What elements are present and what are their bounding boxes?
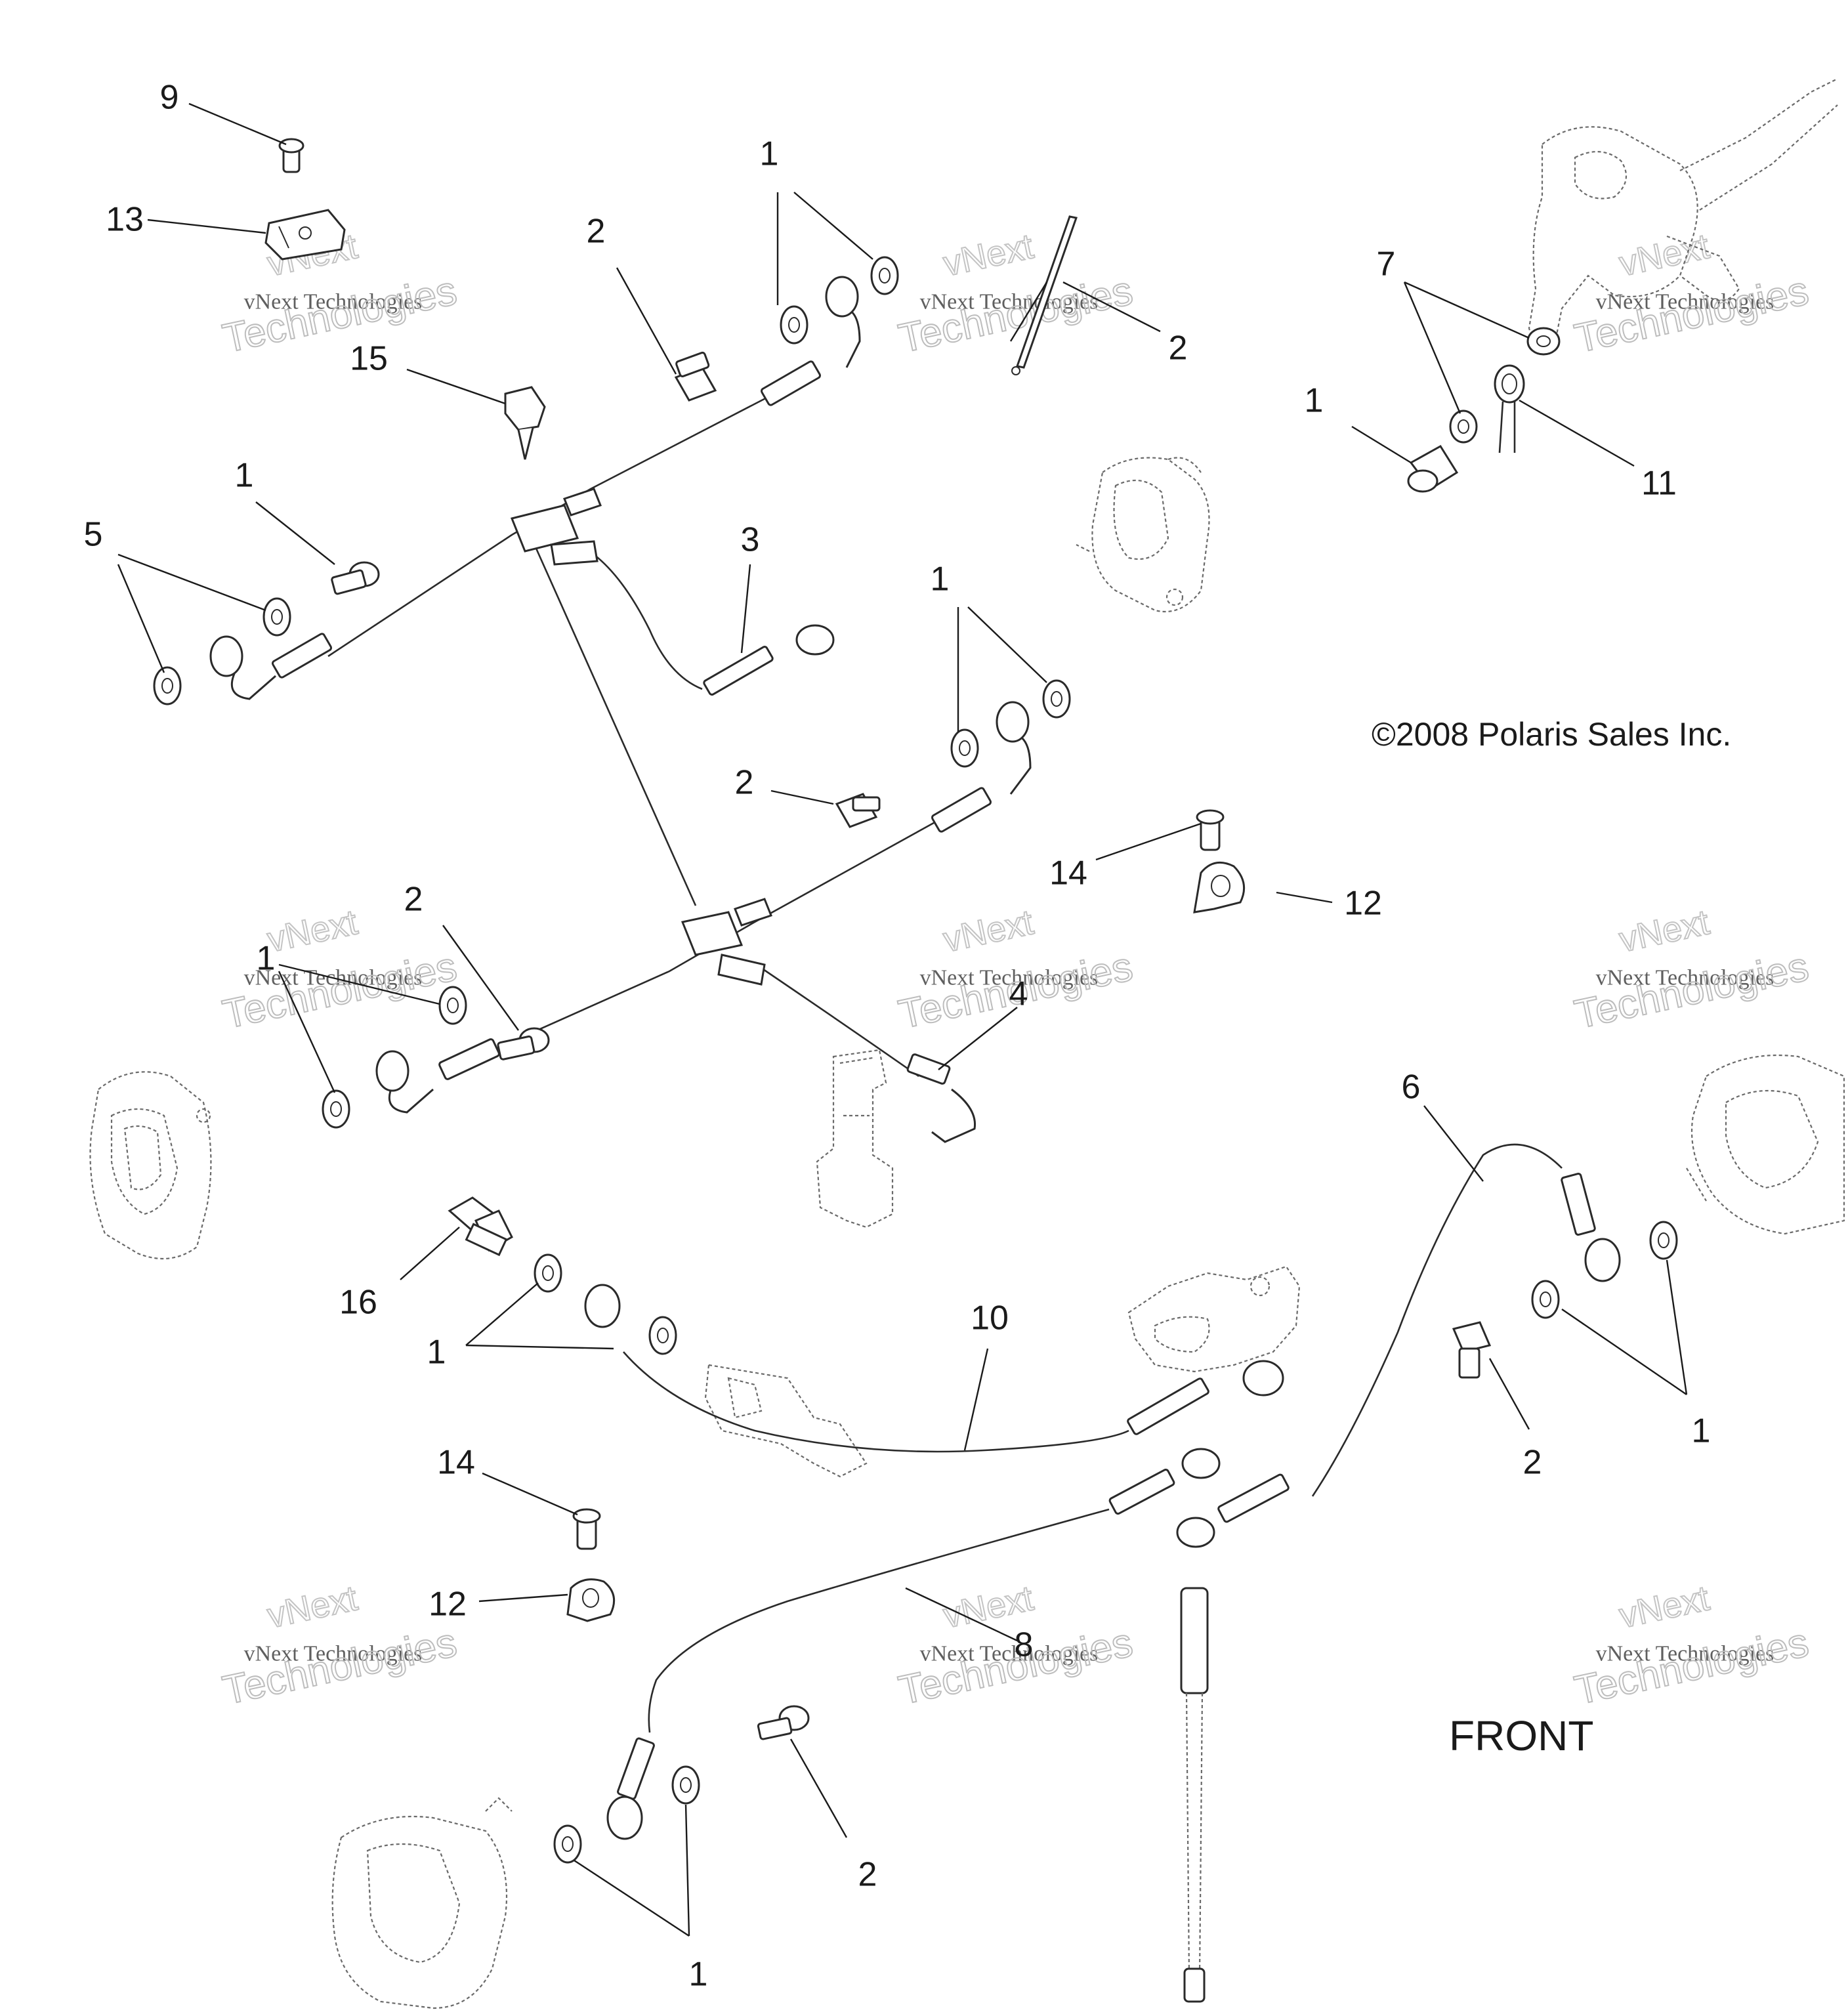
proportioning-valve-assembly (816, 1049, 894, 1228)
line-8 (648, 1508, 1110, 1733)
front-left-caliper-assembly (89, 1071, 212, 1260)
leader-lines (117, 102, 1688, 1937)
callout-11: 1 (1305, 382, 1324, 420)
callout-2: 2 (1523, 1444, 1542, 1482)
callout-14: 14 (1049, 854, 1087, 892)
svg-text:vNext: vNext (1616, 226, 1713, 284)
svg-text:vNext: vNext (264, 1578, 361, 1635)
svg-text:vNext Technologies: vNext Technologies (1596, 965, 1774, 990)
svg-text:vNext: vNext (1616, 902, 1713, 959)
tie-rod-7 (1011, 215, 1078, 375)
svg-text:vNext Technologies: vNext Technologies (1596, 1641, 1774, 1666)
clamp-12-upper (1193, 861, 1246, 914)
callouts: 9 13 15 2 1 1 2 7 1 11 3 5 1 2 14 12 2 1… (84, 79, 1711, 1994)
screw-14-lower (572, 1508, 601, 1550)
rear-caliper-lower-assembly (331, 1797, 513, 2009)
rear-caliper-upper-assembly (1076, 457, 1210, 613)
front-orientation-label: FRONT (1449, 1712, 1594, 1759)
callout-2: 2 (735, 764, 754, 802)
svg-text:Technologies: Technologies (219, 1620, 461, 1713)
brake-lines (327, 392, 1563, 1733)
callout-4: 4 (1009, 975, 1028, 1013)
copyright-notice: ©2008 Polaris Sales Inc. (1372, 716, 1732, 753)
callout-16: 16 (339, 1284, 377, 1322)
fitting-16 (448, 1196, 513, 1257)
hose-5 (593, 553, 703, 690)
watermark: vNext vNext Technologies Technologies (1570, 902, 1813, 1038)
callout-12: 12 (429, 1586, 467, 1624)
callout-2: 1 (235, 457, 254, 495)
line-10 (623, 1351, 1129, 1453)
callout-1: 1 (257, 940, 276, 978)
callout-5: 3 (741, 521, 760, 559)
watermark: vNext vNext Technologies Technologies (1570, 226, 1813, 362)
front-right-caliper-assembly (1686, 1054, 1845, 1235)
line-fittings (209, 276, 1621, 2003)
callout-2: 2 (587, 213, 606, 251)
tee-fitting-upper (510, 488, 602, 566)
svg-text:vNext: vNext (940, 226, 1037, 284)
clip-13 (264, 209, 346, 261)
svg-text:vNext Technologies: vNext Technologies (920, 289, 1099, 314)
screw-14-upper (1196, 809, 1225, 851)
callout-3: 11 (1641, 465, 1677, 503)
callout-2: 2 (404, 881, 423, 919)
watermark: vNext vNext Technologies Technologies (1570, 1578, 1813, 1714)
callout-1: 1 (931, 560, 950, 598)
svg-text:Technologies: Technologies (1571, 944, 1813, 1038)
callout-14: 14 (437, 1444, 475, 1482)
svg-text:vNext Technologies: vNext Technologies (1596, 289, 1774, 314)
hardware-parts (153, 138, 1678, 2003)
svg-text:vNext Technologies: vNext Technologies (244, 289, 423, 314)
callout-1: 1 (689, 1956, 708, 1994)
pin-15 (504, 386, 546, 460)
callout-7: 2 (1169, 329, 1188, 368)
svg-text:Technologies: Technologies (1571, 1620, 1813, 1713)
watermark: vNext vNext Technologies Technologies (219, 1578, 461, 1714)
svg-text:Technologies: Technologies (219, 944, 461, 1038)
callout-1: 1 (1692, 1412, 1711, 1450)
callout-13: 13 (106, 201, 144, 239)
callout-2: 2 (858, 1856, 877, 1894)
svg-text:vNext Technologies: vNext Technologies (244, 1641, 423, 1666)
svg-text:Technologies: Technologies (219, 268, 461, 362)
svg-text:vNext: vNext (940, 902, 1037, 959)
banjo-eye-3 (1494, 364, 1525, 453)
watermark: vNext vNext Technologies Technologies (894, 226, 1137, 362)
tee-fitting-lower (681, 898, 772, 986)
callout-12: 12 (1344, 885, 1382, 923)
cross-brake-line (530, 537, 697, 906)
svg-text:vNext Technologies: vNext Technologies (920, 965, 1099, 990)
bolt-11 (1407, 444, 1459, 493)
callout-10: 10 (971, 1299, 1009, 1337)
banjo-bolts-2 (331, 351, 1492, 1740)
hose-4 (761, 967, 919, 1078)
svg-text:vNext: vNext (264, 902, 361, 959)
watermark: vNext vNext Technologies Technologies (894, 902, 1137, 1038)
callout-1: 1 (427, 1334, 446, 1372)
rear-master-cylinder-assembly (704, 1265, 1301, 1478)
washers-1 (153, 256, 1678, 1864)
callout-15: 15 (350, 340, 388, 378)
hose-6 (1311, 1143, 1563, 1497)
callout-1: 5 (84, 516, 103, 554)
svg-text:Technologies: Technologies (1571, 268, 1813, 362)
screw-9 (278, 138, 304, 173)
callout-6: 6 (1402, 1068, 1421, 1106)
callout-1: 1 (760, 135, 779, 173)
svg-text:Technologies: Technologies (895, 268, 1137, 362)
callout-9: 9 (160, 79, 179, 117)
watermarks: vNext vNext Technologies Technologies vN… (219, 226, 1813, 1714)
svg-text:vNext: vNext (1616, 1578, 1713, 1635)
svg-text:vNext Technologies: vNext Technologies (920, 1641, 1099, 1666)
callout-1: 7 (1377, 245, 1396, 284)
master-cylinder-assembly (1528, 78, 1838, 346)
callout-8: 8 (1015, 1626, 1034, 1664)
clamp-12-lower (566, 1578, 616, 1622)
